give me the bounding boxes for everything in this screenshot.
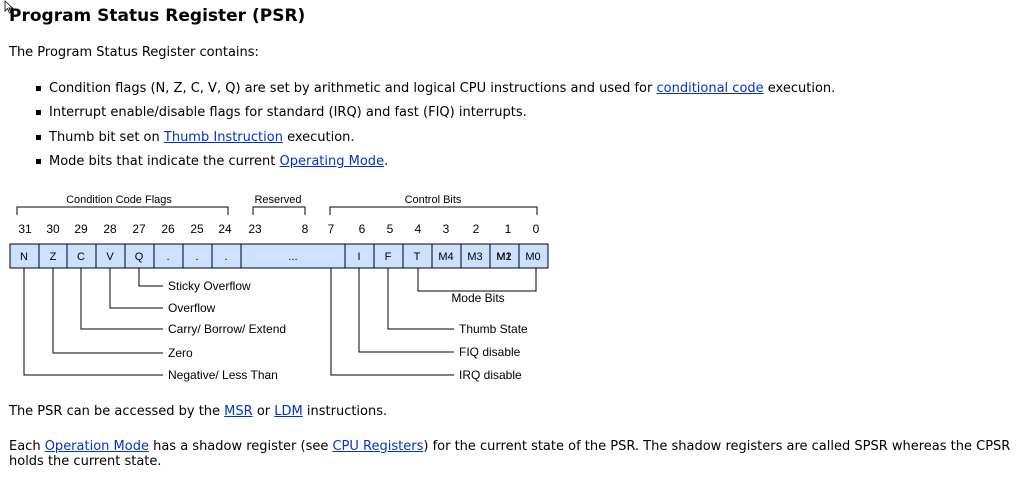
cell-label: . bbox=[166, 251, 169, 263]
register-cell bbox=[211, 243, 242, 269]
bullet-square-icon bbox=[36, 134, 41, 140]
cell-label: I bbox=[357, 251, 360, 263]
bullet-square-icon bbox=[36, 158, 41, 164]
irq-disable-label: IRQ disable bbox=[459, 368, 522, 382]
bit-number: 28 bbox=[103, 222, 117, 236]
register-cell bbox=[431, 243, 462, 269]
bit-number: 23 bbox=[248, 222, 262, 236]
bit-number: 8 bbox=[302, 222, 309, 236]
mouse-cursor-icon bbox=[4, 0, 14, 14]
control-bits-label: Control Bits bbox=[405, 194, 462, 206]
cell-label: M4 bbox=[438, 251, 453, 263]
cell-label: F bbox=[385, 251, 392, 263]
cell-label: C bbox=[77, 251, 85, 263]
intro-text: The Program Status Register contains: bbox=[9, 45, 259, 60]
cell-label: T bbox=[414, 251, 421, 263]
cell-label: M0 bbox=[525, 251, 540, 263]
reserved-label: Reserved bbox=[254, 194, 301, 206]
cell-label: M1 bbox=[496, 251, 511, 263]
shadow-register-paragraph: Each Operation Mode has a shadow registe… bbox=[9, 439, 1011, 469]
ldm-link[interactable]: LDM bbox=[274, 404, 303, 419]
overflow-label: Overflow bbox=[168, 301, 216, 315]
bit-number: 7 bbox=[328, 222, 335, 236]
carry-label: Carry/ Borrow/ Extend bbox=[168, 322, 286, 336]
list-item: Mode bits that indicate the current Oper… bbox=[36, 153, 835, 177]
cell-label: ... bbox=[288, 251, 297, 263]
bit-number: 27 bbox=[132, 222, 146, 236]
register-cell bbox=[182, 243, 213, 269]
fiq-disable-label: FIQ disable bbox=[459, 345, 521, 359]
cell-label: . bbox=[195, 251, 198, 263]
msr-link[interactable]: MSR bbox=[224, 404, 253, 419]
register-cell bbox=[460, 243, 491, 269]
list-item: Interrupt enable/disable flags for stand… bbox=[36, 104, 835, 128]
bit-number: 24 bbox=[218, 222, 232, 236]
bit-number: 29 bbox=[74, 222, 88, 236]
cell-label: M2 bbox=[496, 251, 511, 263]
psr-contents-list: Condition flags (N, Z, C, V, Q) are set … bbox=[36, 80, 835, 177]
bit-number: 31 bbox=[18, 222, 32, 236]
sticky-overflow-label: Sticky Overflow bbox=[168, 279, 251, 293]
conditional-code-link[interactable]: conditional code bbox=[656, 81, 764, 96]
register-cell bbox=[489, 243, 520, 269]
operation-mode-link[interactable]: Operation Mode bbox=[44, 439, 149, 454]
cell-label: V bbox=[106, 251, 114, 263]
psr-bit-diagram: Condition Code Flags Reserved Control Bi… bbox=[9, 194, 549, 382]
mode-bits-label: Mode Bits bbox=[451, 291, 504, 305]
register-cell bbox=[153, 243, 184, 269]
cell-label: . bbox=[224, 251, 227, 263]
bit-number: 0 bbox=[533, 222, 540, 236]
bullet-square-icon bbox=[36, 110, 41, 116]
cell-label: Z bbox=[50, 251, 57, 263]
bit-number: 6 bbox=[359, 222, 366, 236]
zero-label: Zero bbox=[168, 346, 193, 360]
register-cell bbox=[240, 243, 346, 269]
negative-label: Negative/ Less Than bbox=[168, 368, 278, 382]
cell-label: M3 bbox=[467, 251, 482, 263]
bit-number: 1 bbox=[505, 222, 512, 236]
bit-number: 2 bbox=[473, 222, 480, 236]
bit-number: 26 bbox=[161, 222, 175, 236]
page-title: Program Status Register (PSR) bbox=[9, 6, 306, 26]
list-item: Condition flags (N, Z, C, V, Q) are set … bbox=[36, 80, 835, 104]
register-cell bbox=[518, 243, 549, 269]
list-item: Thumb bit set on Thumb Instruction execu… bbox=[36, 129, 835, 153]
thumb-instruction-link[interactable]: Thumb Instruction bbox=[163, 129, 283, 145]
operating-mode-link[interactable]: Operating Mode bbox=[279, 153, 385, 169]
cell-label: Q bbox=[135, 251, 144, 263]
bit-number: 25 bbox=[190, 222, 204, 236]
condition-code-flags-label: Condition Code Flags bbox=[66, 194, 172, 206]
access-paragraph: The PSR can be accessed by the MSR or LD… bbox=[9, 404, 388, 419]
bit-number: 30 bbox=[46, 222, 60, 236]
thumb-state-label: Thumb State bbox=[459, 322, 528, 336]
bit-number: 3 bbox=[443, 222, 450, 236]
register-cell bbox=[373, 243, 404, 269]
cpu-registers-link[interactable]: CPU Registers bbox=[332, 439, 424, 454]
bit-number: 4 bbox=[415, 222, 422, 236]
bit-number: 5 bbox=[387, 222, 394, 236]
cell-label: N bbox=[20, 251, 28, 263]
bullet-square-icon bbox=[36, 86, 41, 91]
